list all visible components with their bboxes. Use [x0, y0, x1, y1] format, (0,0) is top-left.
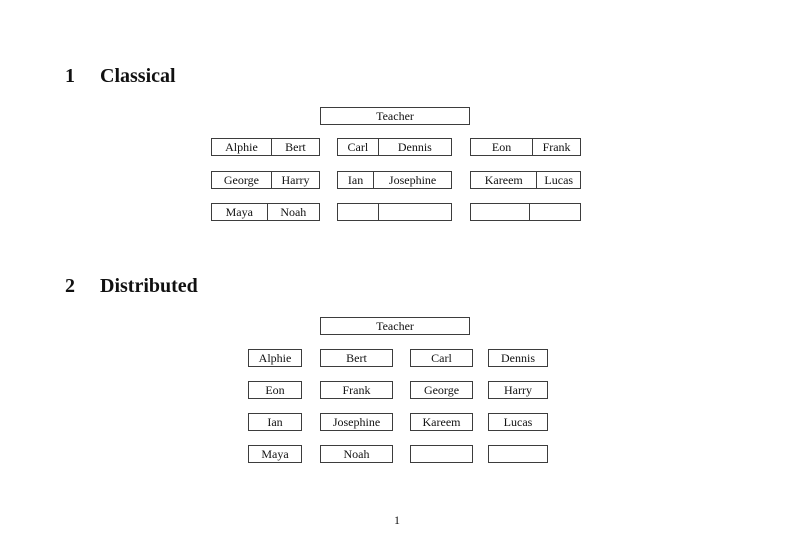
classical-desk-r2c1: George Harry — [211, 171, 320, 189]
distributed-desk-r1c4: Dennis — [488, 349, 548, 367]
classical-desk-r3c1: Maya Noah — [211, 203, 320, 221]
distributed-desk-r3c2: Josephine — [320, 413, 393, 431]
section-1-number: 1 — [65, 65, 75, 87]
distributed-desk-r1c3: Carl — [410, 349, 473, 367]
seat-left: Kareem — [471, 172, 538, 188]
distributed-desk-r2c4: Harry — [488, 381, 548, 399]
seat-right: Josephine — [388, 173, 437, 187]
seat-left — [471, 204, 530, 220]
distributed-desk-r3c1: Ian — [248, 413, 302, 431]
classical-desk-r3c2 — [337, 203, 452, 221]
seat-right: Harry — [281, 173, 310, 187]
distributed-desk-r4c3 — [410, 445, 473, 463]
classical-desk-r3c3 — [470, 203, 581, 221]
seat-left: Eon — [471, 139, 534, 155]
distributed-desk-r2c2: Frank — [320, 381, 393, 399]
distributed-desk-r2c3: George — [410, 381, 473, 399]
seat-right: Bert — [285, 140, 306, 154]
distributed-desk-r4c2: Noah — [320, 445, 393, 463]
section-2-heading: 2 Distributed — [65, 275, 198, 297]
classical-desk-r2c3: Kareem Lucas — [470, 171, 581, 189]
classical-teacher-box: Teacher — [320, 107, 470, 125]
distributed-desk-r4c4 — [488, 445, 548, 463]
distributed-desk-r4c1: Maya — [248, 445, 302, 463]
seat-right: Frank — [542, 140, 571, 154]
seat-left — [338, 204, 379, 220]
seat-left: Alphie — [212, 139, 272, 155]
distributed-desk-r3c3: Kareem — [410, 413, 473, 431]
seat-left: Carl — [338, 139, 379, 155]
section-2-number: 2 — [65, 275, 75, 297]
section-1-title: Classical — [100, 65, 176, 87]
classical-desk-r1c3: Eon Frank — [470, 138, 581, 156]
seat-left: Maya — [212, 204, 268, 220]
distributed-desk-r1c2: Bert — [320, 349, 393, 367]
seat-right: Dennis — [397, 140, 432, 154]
seat-right: Noah — [280, 205, 307, 219]
seat-right — [530, 204, 580, 220]
distributed-desk-r2c1: Eon — [248, 381, 302, 399]
seat-right: Lucas — [544, 173, 574, 187]
seat-left: Ian — [338, 172, 375, 188]
classical-desk-r1c2: Carl Dennis — [337, 138, 452, 156]
distributed-teacher-box: Teacher — [320, 317, 470, 335]
page-number: 1 — [394, 513, 400, 527]
section-1-heading: 1 Classical — [65, 65, 176, 87]
seat-right — [379, 204, 451, 220]
distributed-desk-r3c4: Lucas — [488, 413, 548, 431]
classical-desk-r2c2: Ian Josephine — [337, 171, 452, 189]
classical-desk-r1c1: Alphie Bert — [211, 138, 320, 156]
seat-left: George — [212, 172, 272, 188]
distributed-desk-r1c1: Alphie — [248, 349, 302, 367]
section-2-title: Distributed — [100, 275, 198, 297]
